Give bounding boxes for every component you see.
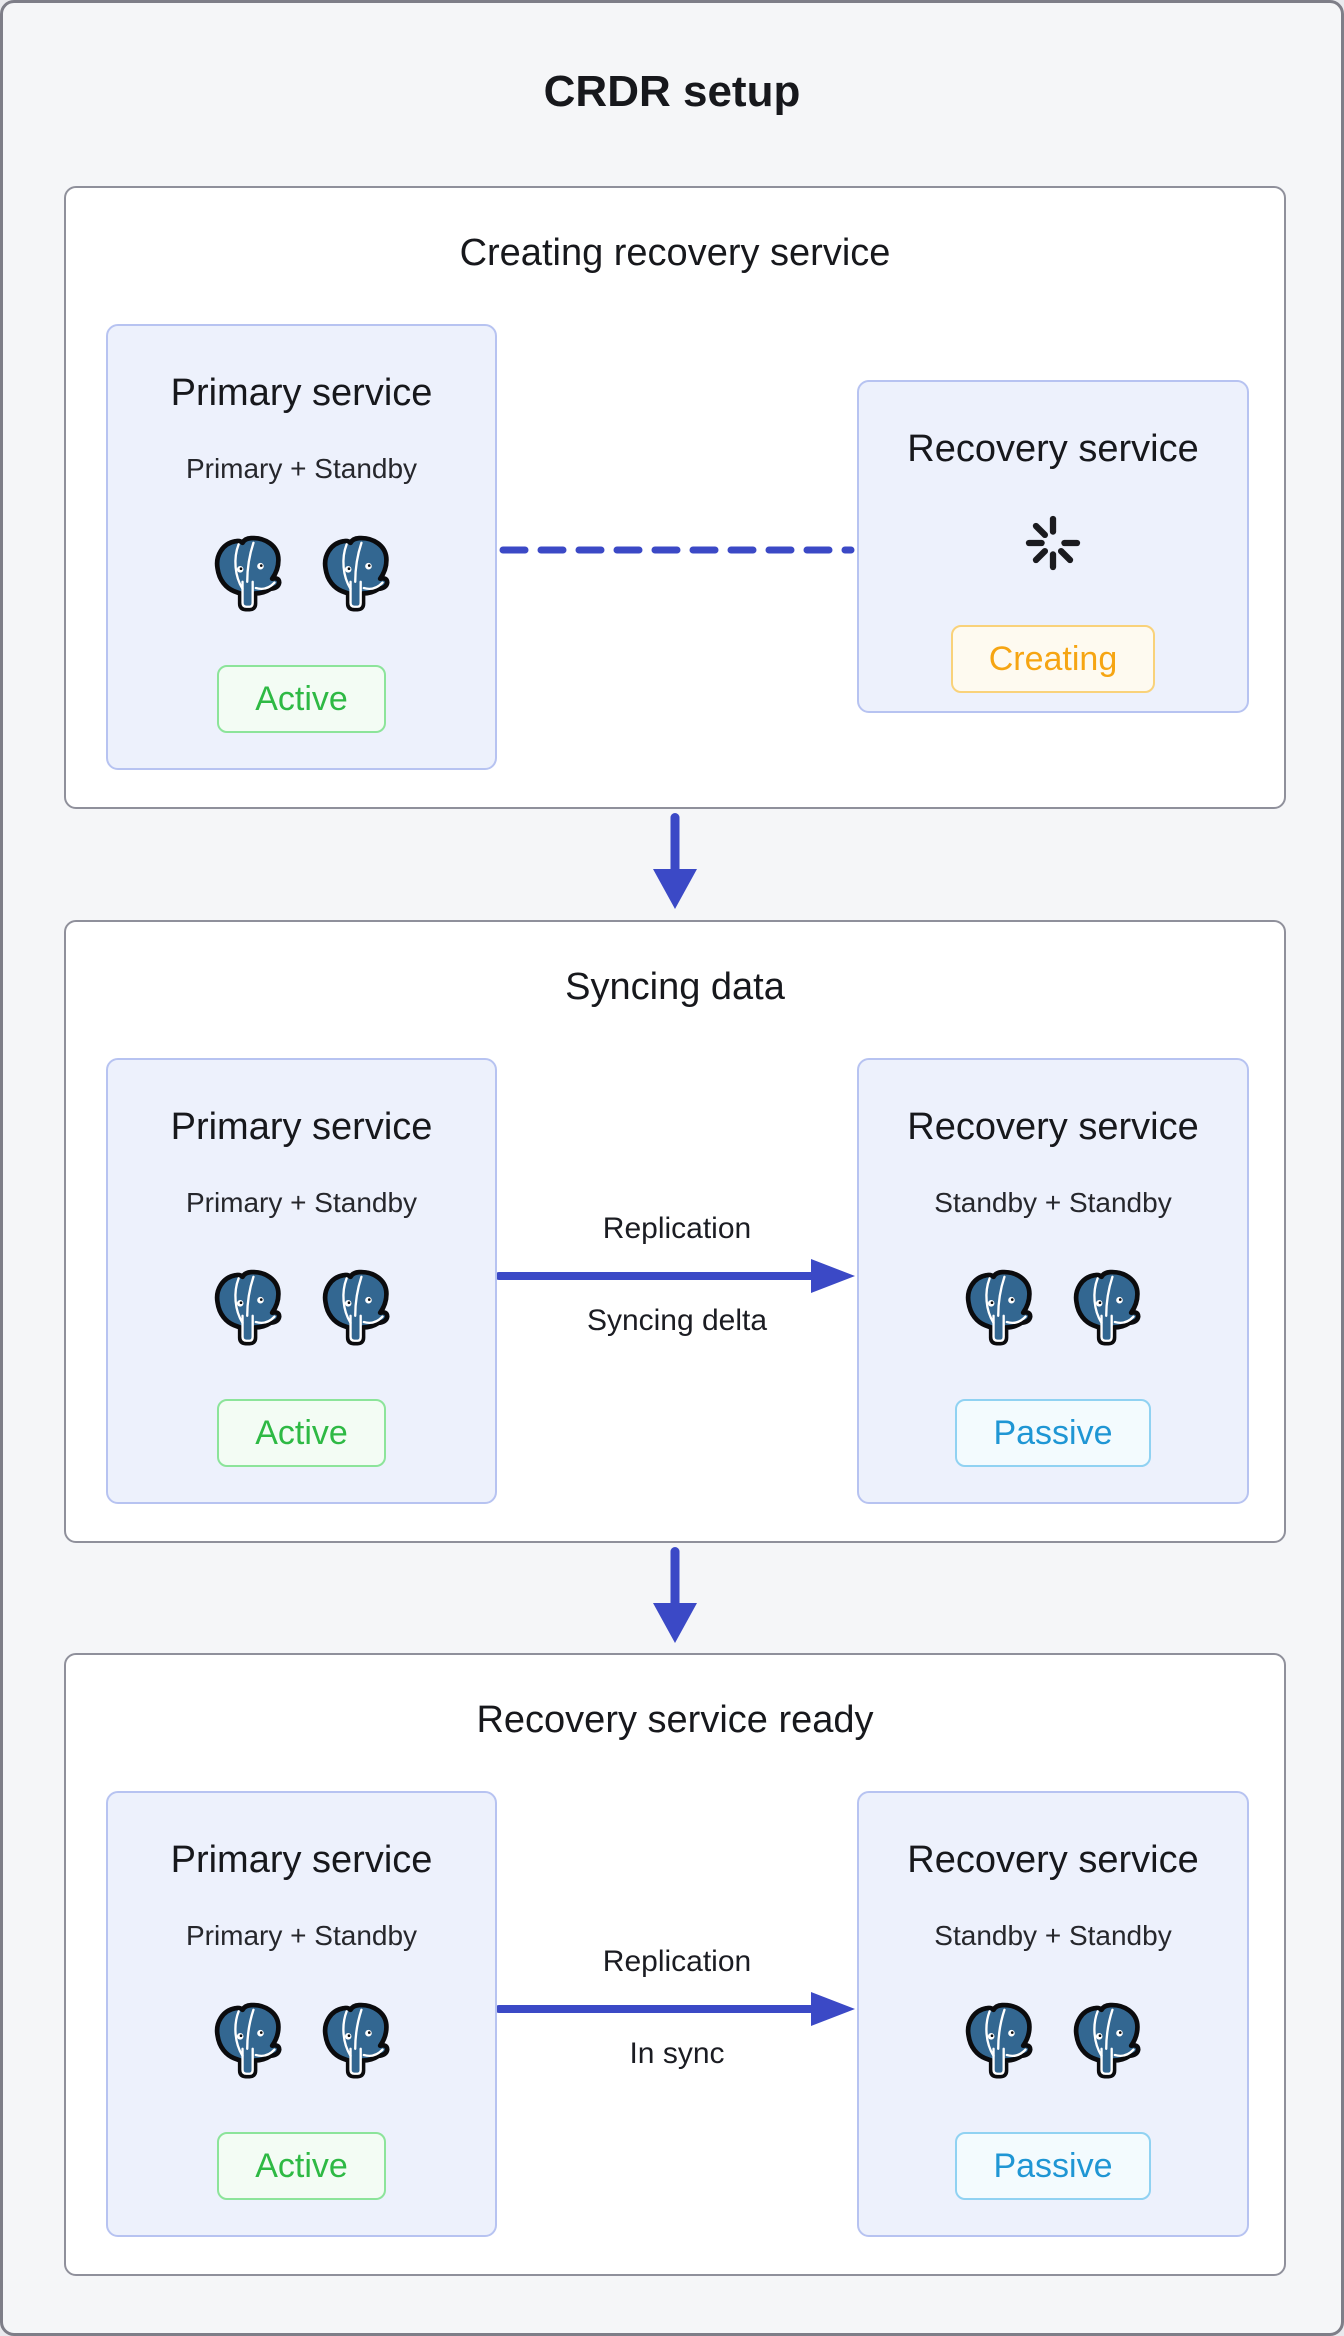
card-title: Recovery service	[907, 1106, 1199, 1148]
card-title: Primary service	[170, 1839, 433, 1881]
postgres-instance-group	[209, 533, 395, 615]
primary-service-card: Primary service Primary + Standby Active	[106, 1791, 497, 2237]
card-title: Recovery service	[907, 428, 1199, 470]
postgres-elephant-icon	[960, 1267, 1038, 1349]
card-title: Recovery service	[907, 1839, 1199, 1881]
primary-service-card: Primary service Primary + Standby Active	[106, 1058, 497, 1504]
status-badge-active: Active	[217, 665, 386, 733]
stage-recovery-service-ready: Recovery service ready Primary service P…	[64, 1653, 1286, 2276]
postgres-elephant-icon	[317, 2000, 395, 2082]
postgres-instance-group	[209, 2000, 395, 2082]
card-subtitle: Standby + Standby	[934, 1920, 1172, 1951]
card-title: Primary service	[170, 1106, 433, 1148]
postgres-elephant-icon	[960, 2000, 1038, 2082]
recovery-service-card: Recovery service Standby + Standby Passi…	[857, 1791, 1249, 2237]
status-badge-active: Active	[217, 1399, 386, 1467]
card-title: Primary service	[170, 372, 433, 414]
replication-arrow-icon	[497, 1259, 855, 1293]
postgres-elephant-icon	[317, 533, 395, 615]
card-subtitle: Primary + Standby	[185, 453, 418, 484]
postgres-instance-group	[209, 1267, 395, 1349]
stage-title: Creating recovery service	[459, 232, 891, 274]
sync-state-label: Syncing delta	[586, 1304, 768, 1337]
status-badge-active: Active	[217, 2132, 386, 2200]
replication-label: Replication	[602, 1945, 752, 1978]
replication-connector: Replication Syncing delta	[497, 1212, 857, 1338]
postgres-elephant-icon	[209, 1267, 287, 1349]
primary-service-card: Primary service Primary + Standby Active	[106, 324, 497, 770]
postgres-elephant-icon	[209, 2000, 287, 2082]
page-title: CRDR setup	[543, 67, 801, 116]
replication-connector: Replication In sync	[497, 1945, 857, 2071]
postgres-elephant-icon	[1068, 1267, 1146, 1349]
postgres-elephant-icon	[1068, 2000, 1146, 2082]
sync-state-label: In sync	[629, 2037, 725, 2070]
postgres-instance-group	[960, 1267, 1146, 1349]
loading-spinner-icon	[1025, 515, 1081, 571]
status-badge-passive: Passive	[955, 2132, 1151, 2200]
down-arrow-icon	[653, 1547, 697, 1643]
card-subtitle: Standby + Standby	[934, 1187, 1172, 1218]
recovery-service-card: Recovery service Creating	[857, 380, 1249, 713]
recovery-service-card: Recovery service Standby + Standby Passi…	[857, 1058, 1249, 1504]
replication-arrow-icon	[497, 1992, 855, 2026]
replication-label: Replication	[602, 1212, 752, 1245]
status-badge-creating: Creating	[950, 625, 1156, 693]
down-arrow-icon	[653, 813, 697, 909]
dashed-link-icon	[499, 546, 855, 554]
card-subtitle: Primary + Standby	[185, 1920, 418, 1951]
stage-title: Recovery service ready	[476, 1699, 874, 1741]
status-badge-passive: Passive	[955, 1399, 1151, 1467]
stage-title: Syncing data	[565, 966, 785, 1008]
stage-syncing-data: Syncing data Primary service Primary + S…	[64, 920, 1286, 1543]
card-subtitle: Primary + Standby	[185, 1187, 418, 1218]
stage-creating-recovery-service: Creating recovery service Primary servic…	[64, 186, 1286, 809]
postgres-elephant-icon	[317, 1267, 395, 1349]
postgres-instance-group	[960, 2000, 1146, 2082]
postgres-elephant-icon	[209, 533, 287, 615]
